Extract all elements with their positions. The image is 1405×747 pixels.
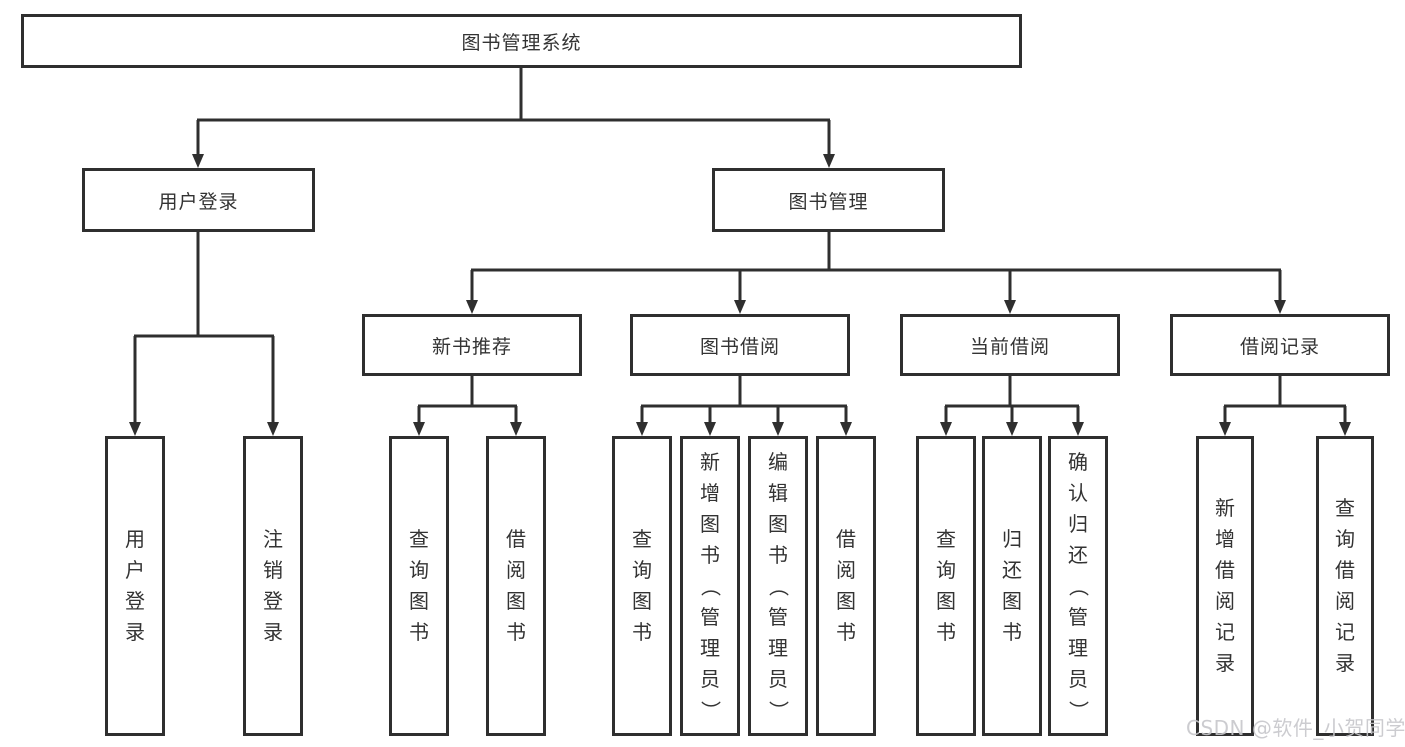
leaf-return-books-label: 归还图书 bbox=[1002, 527, 1022, 644]
leaf-edit-books-admin: 编辑图书（管理员） bbox=[748, 436, 808, 736]
leaf-confirm-return-admin-label: 确认归还（管理员） bbox=[1066, 449, 1091, 721]
arrowhead-down-icon bbox=[413, 422, 425, 436]
leaf-confirm-return-admin: 确认归还（管理员） bbox=[1048, 436, 1108, 736]
leaf-logout-login-label: 注销登录 bbox=[263, 527, 283, 644]
node-book-borrow: 图书借阅 bbox=[630, 314, 850, 376]
node-borrow-records: 借阅记录 bbox=[1170, 314, 1390, 376]
leaf-borrow-books-borrow: 借阅图书 bbox=[816, 436, 876, 736]
arrowhead-down-icon bbox=[1339, 422, 1351, 436]
node-borrow-records-label: 借阅记录 bbox=[1239, 335, 1320, 358]
arrowhead-down-icon bbox=[940, 422, 952, 436]
arrowhead-down-icon bbox=[840, 422, 852, 436]
node-root: 图书管理系统 bbox=[21, 14, 1022, 68]
leaf-borrow-books-rec: 借阅图书 bbox=[486, 436, 546, 736]
leaf-user-login: 用户登录 bbox=[105, 436, 165, 736]
leaf-add-borrow-record-label: 新增借阅记录 bbox=[1215, 496, 1235, 675]
leaf-return-books: 归还图书 bbox=[982, 436, 1042, 736]
leaf-query-books-current: 查询图书 bbox=[916, 436, 976, 736]
leaf-query-books-rec-label: 查询图书 bbox=[409, 527, 429, 644]
arrowhead-down-icon bbox=[772, 422, 784, 436]
node-new-book-rec: 新书推荐 bbox=[362, 314, 582, 376]
arrowhead-down-icon bbox=[1004, 300, 1016, 314]
arrowhead-down-icon bbox=[1219, 422, 1231, 436]
arrowhead-down-icon bbox=[1006, 422, 1018, 436]
arrowhead-down-icon bbox=[129, 422, 141, 436]
leaf-query-books-current-label: 查询图书 bbox=[936, 527, 956, 644]
arrowhead-down-icon bbox=[704, 422, 716, 436]
node-user-login-label: 用户登录 bbox=[158, 190, 239, 213]
node-book-borrow-label: 图书借阅 bbox=[699, 335, 780, 358]
leaf-query-books-borrow-label: 查询图书 bbox=[632, 527, 652, 644]
arrowhead-down-icon bbox=[1072, 422, 1084, 436]
leaf-edit-books-admin-label: 编辑图书（管理员） bbox=[766, 449, 791, 721]
leaf-add-books-admin-label: 新增图书（管理员） bbox=[698, 449, 723, 721]
arrowhead-down-icon bbox=[1274, 300, 1286, 314]
node-book-mgmt: 图书管理 bbox=[712, 168, 945, 232]
arrowhead-down-icon bbox=[636, 422, 648, 436]
leaf-query-books-borrow: 查询图书 bbox=[612, 436, 672, 736]
arrowhead-down-icon bbox=[267, 422, 279, 436]
leaf-add-books-admin: 新增图书（管理员） bbox=[680, 436, 740, 736]
arrowhead-down-icon bbox=[734, 300, 746, 314]
leaf-borrow-books-borrow-label: 借阅图书 bbox=[836, 527, 856, 644]
leaf-logout-login: 注销登录 bbox=[243, 436, 303, 736]
arrowhead-down-icon bbox=[466, 300, 478, 314]
leaf-query-borrow-record: 查询借阅记录 bbox=[1316, 436, 1374, 736]
leaf-query-borrow-record-label: 查询借阅记录 bbox=[1335, 496, 1355, 675]
node-user-login: 用户登录 bbox=[82, 168, 315, 232]
node-book-mgmt-label: 图书管理 bbox=[788, 190, 869, 213]
csdn-watermark: CSDN @软件_小贺同学 bbox=[1186, 716, 1405, 740]
node-current-borrow-label: 当前借阅 bbox=[969, 335, 1050, 358]
leaf-user-login-label: 用户登录 bbox=[125, 527, 145, 644]
leaf-query-books-rec: 查询图书 bbox=[389, 436, 449, 736]
arrowhead-down-icon bbox=[192, 154, 204, 168]
arrowhead-down-icon bbox=[510, 422, 522, 436]
node-new-book-rec-label: 新书推荐 bbox=[431, 335, 512, 358]
leaf-borrow-books-rec-label: 借阅图书 bbox=[506, 527, 526, 644]
node-current-borrow: 当前借阅 bbox=[900, 314, 1120, 376]
node-root-label: 图书管理系统 bbox=[461, 31, 582, 54]
arrowhead-down-icon bbox=[823, 154, 835, 168]
leaf-add-borrow-record: 新增借阅记录 bbox=[1196, 436, 1254, 736]
